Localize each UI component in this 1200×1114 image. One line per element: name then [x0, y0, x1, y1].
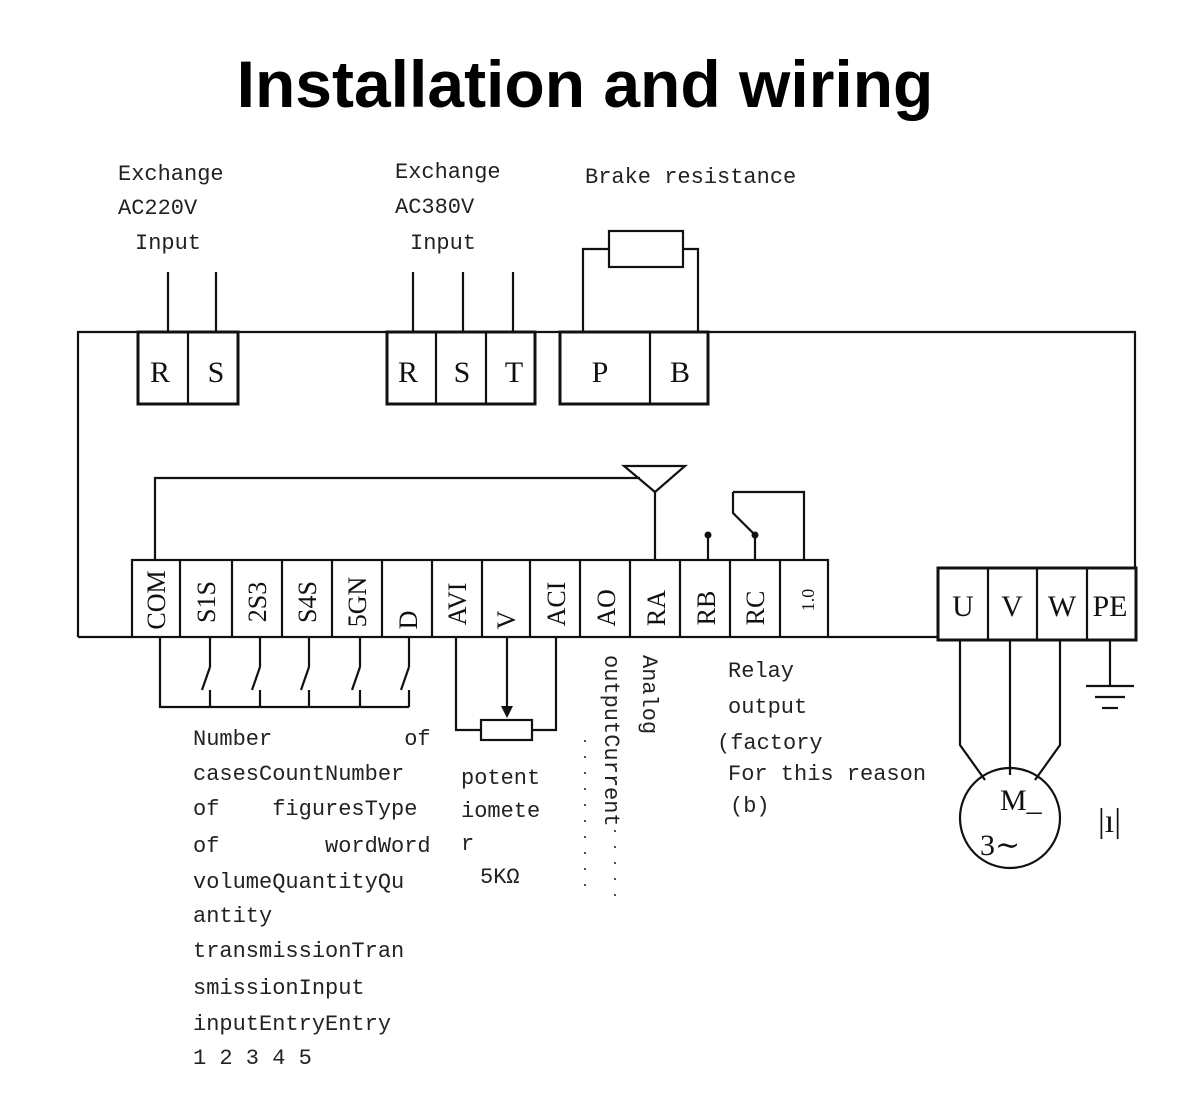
terminal-ao: AO: [592, 589, 621, 627]
motor-wire-u: [958, 640, 986, 781]
brake-resistor-symbol: [607, 229, 685, 269]
meter-triangle-symbol: [620, 464, 688, 494]
potentiometer-note: potent iomete r 5KΩ: [461, 766, 540, 890]
inputs-note-line: antity: [193, 904, 272, 929]
pot-note-line: 5KΩ: [480, 865, 520, 890]
ground-icon: [1086, 640, 1134, 710]
current-output-label: outputCurrent: [598, 655, 623, 827]
terminal-ac220-s: S: [208, 356, 225, 389]
inputs-note-line: volumeQuantityQu: [193, 870, 404, 895]
input-switches: [158, 637, 411, 709]
terminal-2s3: 2S3: [243, 582, 272, 622]
terminal-aci: ACI: [542, 582, 571, 627]
inputs-note-line: transmissionTran: [193, 939, 404, 964]
terminal-w: W: [1048, 590, 1077, 623]
pot-note-line: r: [461, 832, 474, 857]
terminal-brake-b: B: [670, 356, 690, 389]
motor-symbol: [958, 766, 1062, 870]
terminal-v: V: [492, 610, 521, 629]
page-title: Installation and wiring: [237, 47, 934, 121]
ac220-terminal-block: R S: [136, 330, 240, 406]
terminal-u: U: [952, 590, 974, 623]
brake-terminal-block: P B: [558, 330, 710, 406]
com-feedback-wire: [153, 476, 640, 560]
relay-note-line: (b): [730, 794, 770, 819]
output-terminal-block: U V W PE: [936, 566, 1138, 642]
control-terminal-strip: COM S1S 2S3 S4S 5GN D AVI V ACI AO RA RB…: [130, 558, 830, 639]
ac220-label-line2: AC220V: [118, 196, 198, 221]
pot-note-line: iomete: [461, 799, 540, 824]
terminal-ac220-r: R: [150, 356, 170, 389]
motor-wire-w: [1034, 640, 1062, 781]
brake-wire-p: [581, 247, 609, 332]
inputs-note-line: 1 2 3 4 5: [193, 1046, 312, 1071]
brake-label: Brake resistance: [585, 165, 796, 190]
relay-note: Relay output (factory For this reason (b…: [717, 659, 926, 819]
digital-inputs-note: Number of casesCountNumber of figuresTyp…: [193, 727, 431, 1071]
inputs-note-line: inputEntryEntry: [193, 1012, 391, 1037]
potentiometer-symbol: [454, 637, 558, 742]
brake-wire-b: [683, 247, 700, 332]
terminal-rc: RC: [741, 591, 770, 626]
terminal-extra: 1.0: [798, 589, 818, 612]
analog-label: Analog: [636, 655, 661, 734]
inputs-note-line: of wordWord: [193, 834, 431, 859]
inputs-note-line: smissionInput: [193, 976, 365, 1001]
relay-switch-arm: [731, 492, 757, 560]
ac220-label-line3: Input: [135, 231, 201, 256]
terminal-ra: RA: [642, 590, 671, 626]
terminal-com: COM: [142, 570, 171, 629]
terminal-ac380-s: S: [454, 356, 471, 389]
inputs-note-line: casesCountNumber: [193, 762, 404, 787]
terminal-s1s: S1S: [192, 581, 221, 623]
terminal-d: D: [394, 611, 423, 630]
terminal-avi: AVI: [443, 583, 472, 626]
relay-note-line: Relay: [728, 659, 794, 684]
relay-coil-wire: [733, 490, 806, 560]
pot-note-line: potent: [461, 766, 540, 791]
ac380-label-line2: AC380V: [395, 195, 475, 220]
terminal-v-out: V: [1001, 590, 1023, 623]
inputs-note-line: of figuresType: [193, 797, 417, 822]
terminal-brake-p: P: [592, 356, 609, 389]
terminal-pe: PE: [1092, 590, 1127, 623]
relay-note-line: (factory: [717, 731, 823, 756]
terminal-5gn: 5GN: [343, 577, 372, 628]
frame-ground-icon: |ı|: [1098, 803, 1121, 840]
terminal-ac380-t: T: [505, 356, 523, 389]
motor-label-phase: 3∼: [980, 829, 1020, 862]
ac380-terminal-block: R S T: [385, 330, 537, 406]
terminal-s4s: S4S: [293, 581, 322, 623]
relay-note-line: For this reason: [728, 762, 926, 787]
ac380-label-line1: Exchange: [395, 160, 501, 185]
terminal-ac380-r: R: [398, 356, 418, 389]
ac220-label-line1: Exchange: [118, 162, 224, 187]
motor-label-m: M_: [1000, 784, 1043, 817]
terminal-rb: RB: [692, 591, 721, 626]
relay-note-line: output: [728, 695, 807, 720]
ac380-label-line3: Input: [410, 231, 476, 256]
inputs-note-line: Number of: [193, 727, 431, 752]
